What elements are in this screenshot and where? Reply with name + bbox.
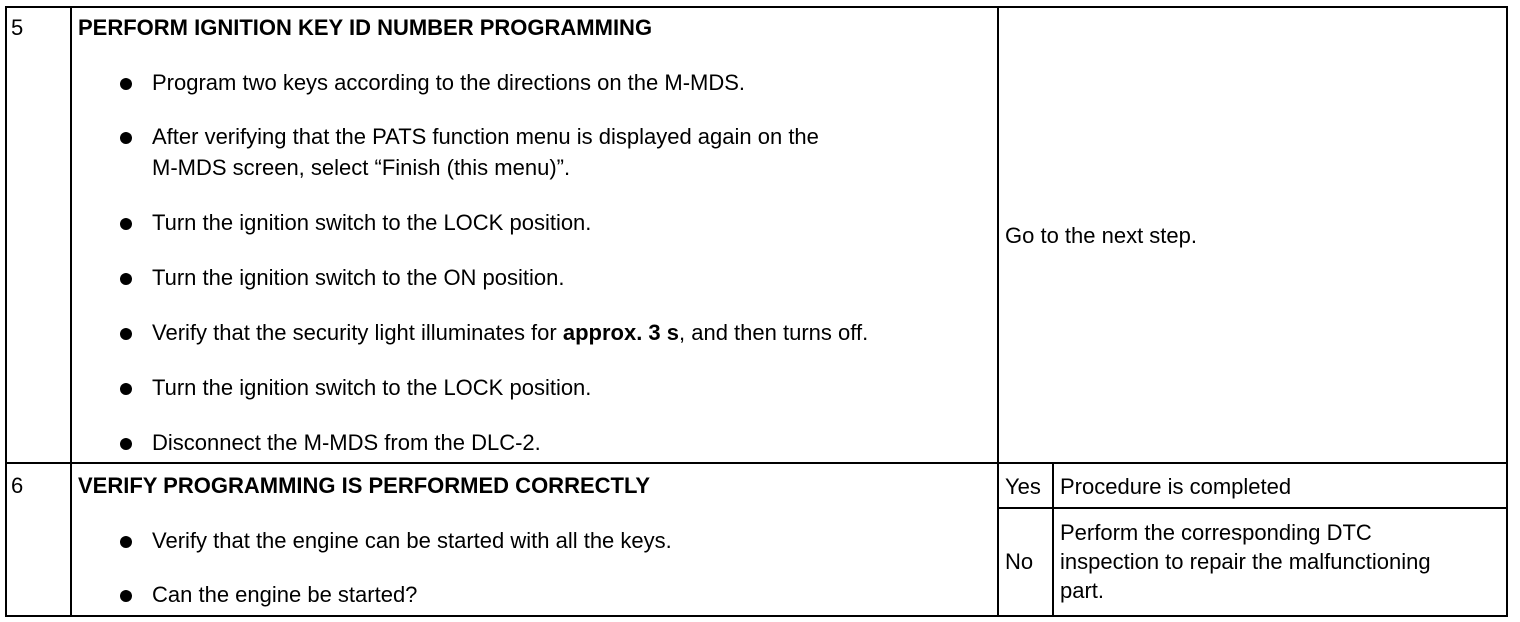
result-action-no-line2: inspection to repair the malfunctioning [1060,549,1431,574]
list-item-text-post: , and then turns off. [679,320,869,345]
bullet-icon [120,78,132,90]
bullet-icon [120,132,132,144]
result-action-no-line3: part. [1060,578,1105,603]
list-item-text: Verify that the engine can be started wi… [152,528,672,553]
bullet-icon [120,536,132,548]
list-item-text: Can the engine be started? [152,582,418,607]
column-divider-step [70,6,72,617]
step-number: 5 [11,15,24,40]
list-item-text: Turn the ignition switch to the LOCK pos… [152,210,592,235]
column-divider-action [997,6,999,617]
bullet-icon [120,383,132,395]
bullet-icon [120,590,132,602]
emphasis-value: approx. 3 s [562,320,680,345]
list-item-text: Turn the ignition switch to the LOCK pos… [152,375,592,400]
column-divider-answer [1052,462,1054,617]
procedure-table [5,6,1508,617]
step-heading: VERIFY PROGRAMMING IS PERFORMED CORRECTL… [78,473,651,498]
result-answer-yes: Yes [1005,474,1041,499]
step-heading: PERFORM IGNITION KEY ID NUMBER PROGRAMMI… [78,15,653,40]
bullet-icon [120,218,132,230]
list-item-text: Turn the ignition switch to the ON posit… [152,265,565,290]
bullet-icon [120,273,132,285]
result-divider [997,507,1508,509]
result-action-yes: Procedure is completed [1060,474,1292,499]
list-item-text-pre: Verify that the security light illuminat… [152,320,563,345]
step-number: 6 [11,473,24,498]
list-item-text: Verify that the security light illuminat… [152,318,868,348]
result-action-no-line1: Perform the corresponding DTC [1060,520,1372,545]
row-divider [5,462,1508,464]
list-item-text-line1: After verifying that the PATS function m… [152,124,819,149]
list-item-text: Disconnect the M-MDS from the DLC-2. [152,430,541,455]
bullet-icon [120,438,132,450]
result-answer-no: No [1005,549,1034,574]
list-item-text: Program two keys according to the direct… [152,70,746,95]
action-text: Go to the next step. [1005,223,1198,248]
bullet-icon [120,328,132,340]
list-item-text-line2: M-MDS screen, select “Finish (this menu)… [152,155,571,180]
